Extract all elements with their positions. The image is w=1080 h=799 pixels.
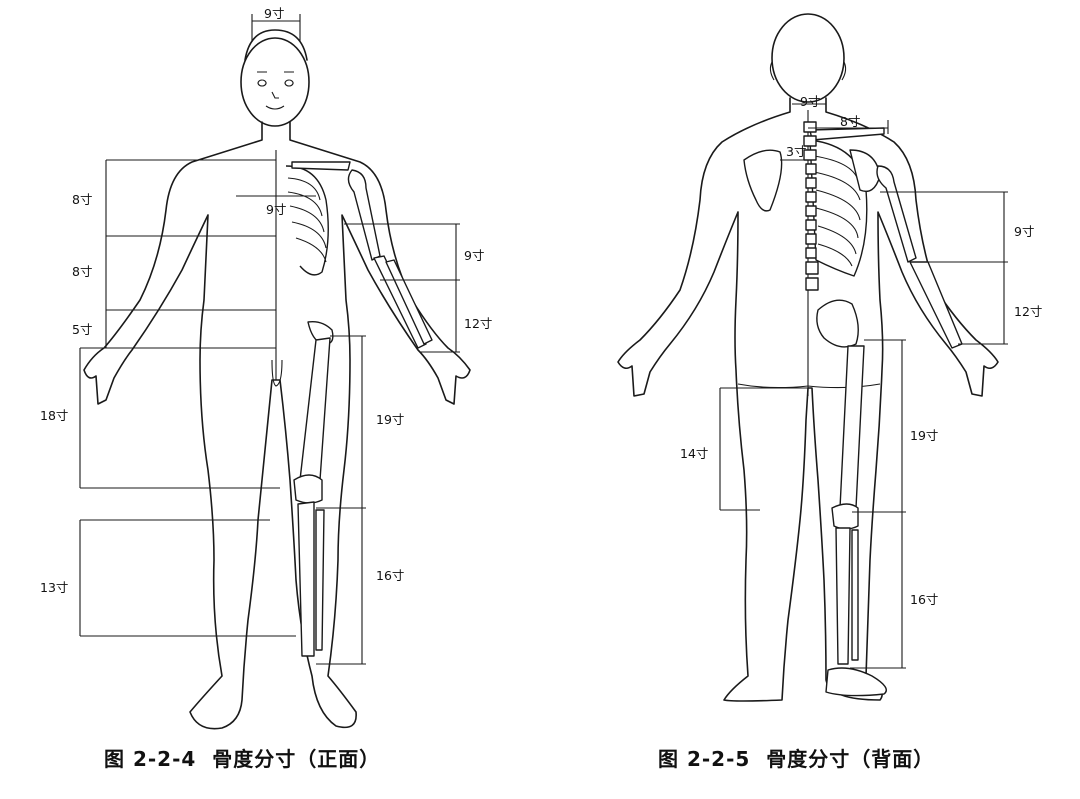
front-arm-bones [347, 169, 433, 349]
back-figure [617, 13, 999, 702]
back-label-thigh-side: 19寸 [910, 428, 938, 443]
back-figure-caption: 图 2-2-5 骨度分寸（背面） [658, 747, 934, 771]
front-label-thigh: 18寸 [40, 408, 68, 423]
front-head [240, 37, 310, 127]
back-dimension-lines [719, 103, 1008, 669]
front-groin [271, 359, 283, 387]
back-label-shoulder: 8寸 [840, 114, 860, 129]
back-measurement-labels: 9寸 8寸 3寸 9寸 12寸 14寸 19寸 16寸 [680, 94, 1042, 607]
front-label-chest-upper: 8寸 [72, 192, 92, 207]
front-label-abdomen: 8寸 [72, 264, 92, 279]
front-figure [83, 29, 471, 730]
back-label-neck: 9寸 [800, 94, 820, 109]
back-label-upper-arm: 9寸 [1014, 224, 1034, 239]
back-label-forearm: 12寸 [1014, 304, 1042, 319]
front-label-shin: 13寸 [40, 580, 68, 595]
front-hair [244, 29, 308, 61]
front-figure-caption: 图 2-2-4 骨度分寸（正面） [104, 747, 380, 771]
back-label-shin-side: 16寸 [910, 592, 938, 607]
back-label-scapula: 3寸 [786, 144, 806, 159]
back-ears [769, 61, 847, 81]
front-face [257, 71, 294, 110]
back-head [771, 13, 845, 103]
front-label-chest-width: 9寸 [266, 202, 286, 217]
front-label-shin-side: 16寸 [376, 568, 404, 583]
front-dimension-lines [79, 14, 460, 665]
front-measurement-labels: 9寸 8寸 9寸 8寸 9寸 5寸 12寸 18寸 19寸 16寸 13寸 [40, 6, 492, 595]
front-label-upper-arm: 9寸 [464, 248, 484, 263]
front-label-forearm: 12寸 [464, 316, 492, 331]
back-leg-bones [816, 299, 887, 697]
front-label-pubis: 5寸 [72, 322, 92, 337]
front-leg-bones [293, 320, 334, 657]
front-ribcage [285, 161, 351, 276]
back-label-thigh: 14寸 [680, 446, 708, 461]
back-body-outline [617, 97, 999, 702]
back-scapula-left [743, 149, 783, 212]
back-arm-bones [876, 165, 963, 349]
front-label-thigh-side: 19寸 [376, 412, 404, 427]
back-ribcage [809, 127, 885, 277]
front-label-head-width: 9寸 [264, 6, 284, 21]
back-vertebrae [803, 121, 819, 291]
